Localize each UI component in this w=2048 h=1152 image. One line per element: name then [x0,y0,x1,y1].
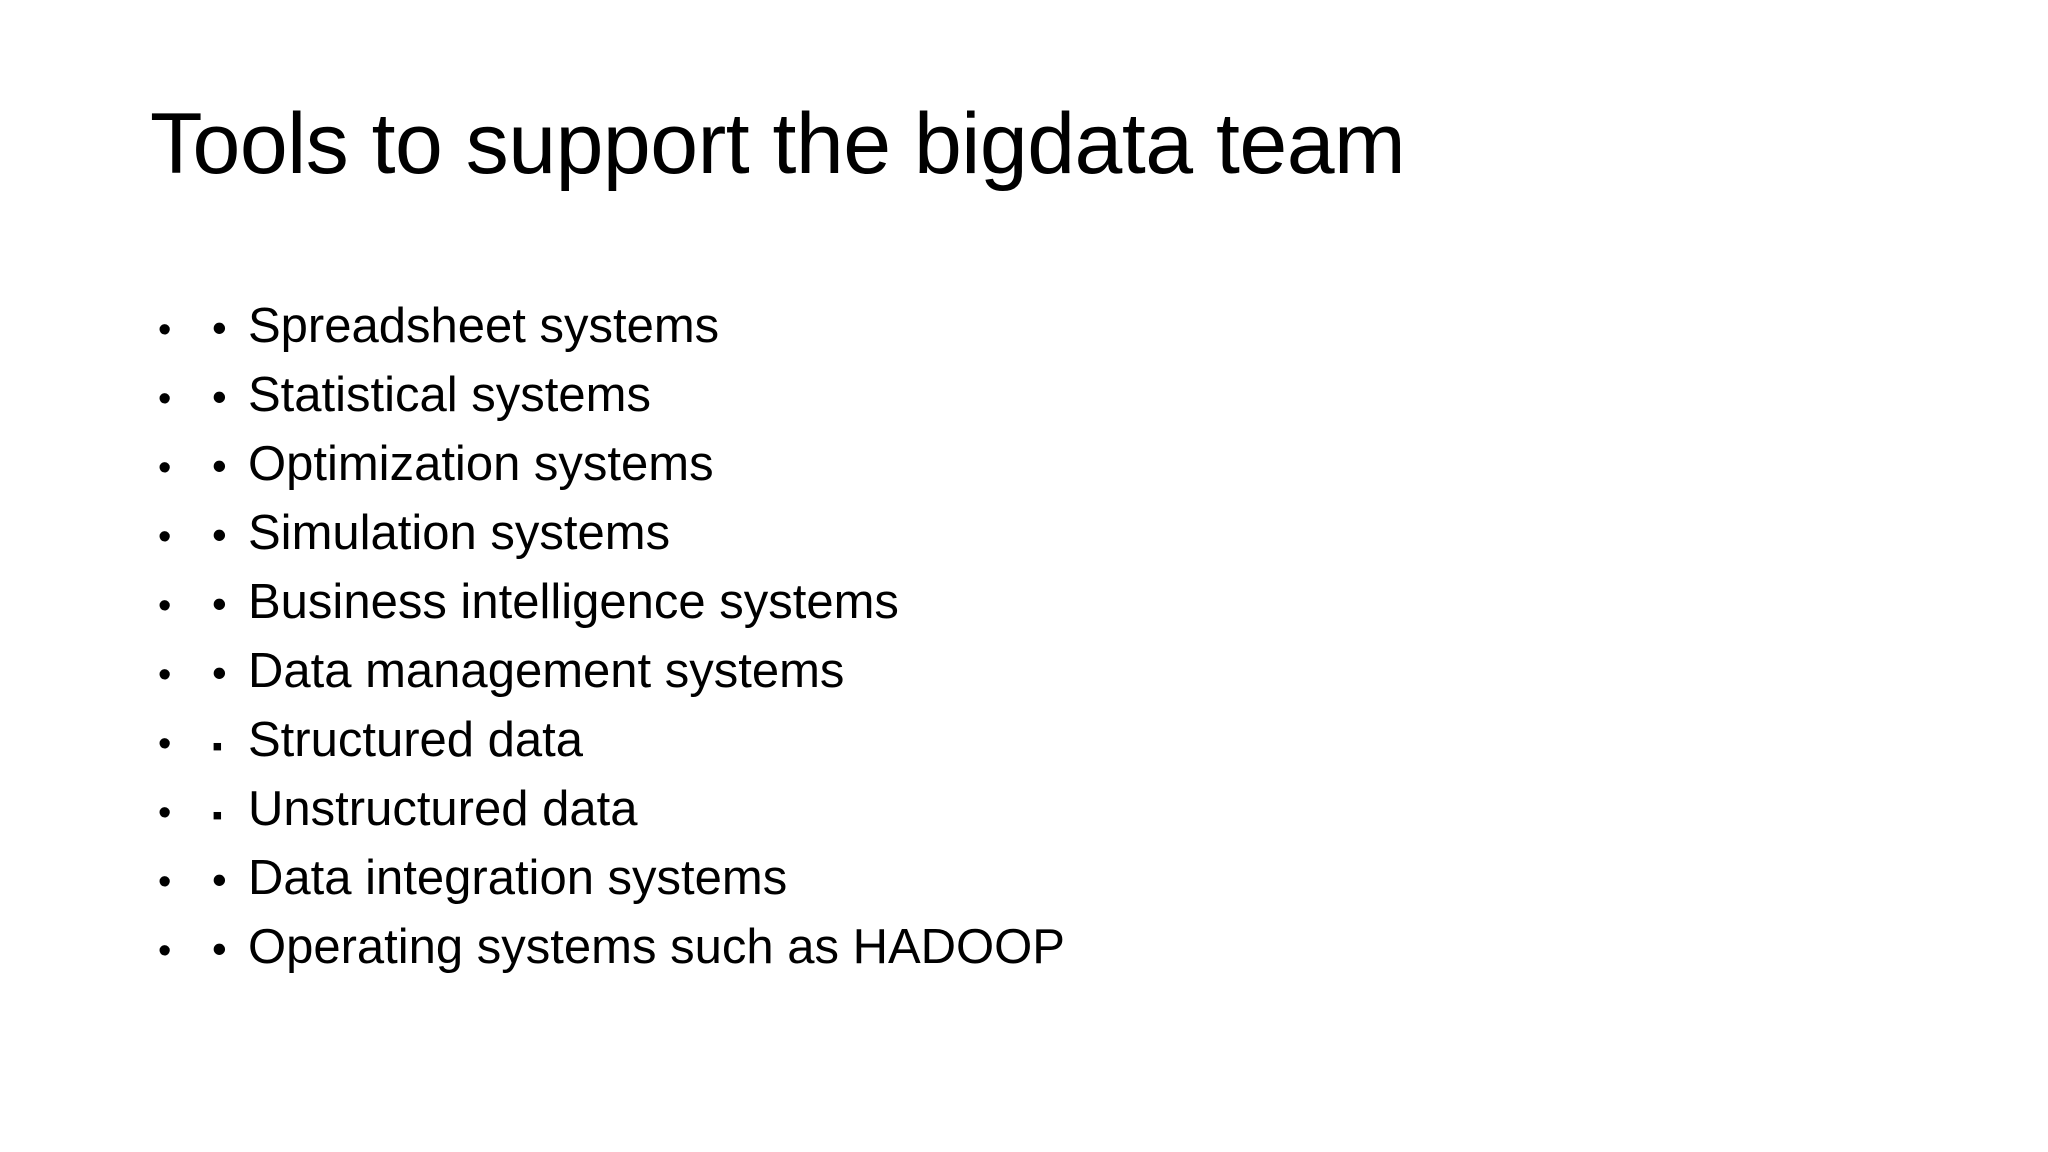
list-item[interactable]: • • Operating systems such as HADOOP [150,913,1890,982]
inline-square-bullet-icon: ▪ [212,799,223,832]
inline-bullet-icon: • [212,511,227,558]
list-item[interactable]: • • Optimization systems [150,430,1890,499]
inline-bullet-icon: • [212,649,227,696]
list-bullet-icon: • [158,723,172,765]
inline-bullet-icon: • [212,442,227,489]
list-item-label: Business intelligence systems [248,575,899,629]
list-item[interactable]: • • Business intelligence systems [150,568,1890,637]
list-item[interactable]: • • Statistical systems [150,361,1890,430]
list-bullet-icon: • [158,585,172,627]
list-bullet-icon: • [158,654,172,696]
inline-bullet-icon: • [212,304,227,351]
list-item[interactable]: • ▪ Structured data [150,706,1890,775]
inline-bullet-icon: • [212,856,227,903]
list-item[interactable]: • • Data integration systems [150,844,1890,913]
list-item-label: Statistical systems [248,368,651,422]
inline-bullet-icon: • [212,373,227,420]
list-bullet-icon: • [158,516,172,558]
list-bullet-icon: • [158,792,172,834]
list-bullet-icon: • [158,930,172,972]
list-item-label: Optimization systems [248,437,714,491]
list-item-label: Structured data [248,713,584,767]
list-item-label: Data management systems [248,644,845,698]
list-item[interactable]: • • Data management systems [150,637,1890,706]
inline-square-bullet-icon: ▪ [212,730,223,763]
list-bullet-icon: • [158,309,172,351]
list-item[interactable]: • • Spreadsheet systems [150,292,1890,361]
list-item-label: Simulation systems [248,506,671,560]
inline-bullet-icon: • [212,925,227,972]
list-bullet-icon: • [158,378,172,420]
list-item[interactable]: • ▪ Unstructured data [150,775,1890,844]
list-item-label: Data integration systems [248,851,788,905]
bullet-list: • • Spreadsheet systems • • Statistical … [150,292,1890,982]
list-item[interactable]: • • Simulation systems [150,499,1890,568]
inline-bullet-icon: • [212,580,227,627]
list-item-label: Unstructured data [248,782,638,836]
list-bullet-icon: • [158,447,172,489]
page-title: Tools to support the bigdata team [150,96,1406,192]
list-item-label: Spreadsheet systems [248,299,720,353]
list-bullet-icon: • [158,861,172,903]
list-item-label: Operating systems such as HADOOP [248,920,1065,974]
